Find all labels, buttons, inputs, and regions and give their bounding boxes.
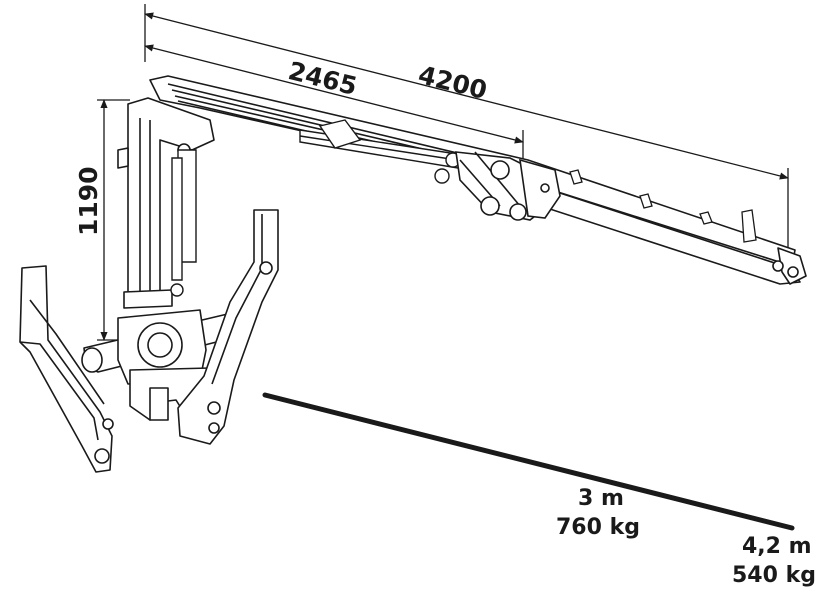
load-point-1-capacity: 760 kg	[556, 515, 640, 540]
boom-linkage	[455, 151, 561, 221]
stabilizer-left	[19, 265, 114, 473]
load-point-2-capacity: 540 kg	[732, 563, 816, 588]
load-reach-line	[262, 392, 795, 531]
load-point-1-reach: 3 m	[578, 486, 624, 511]
slewing-base	[81, 309, 249, 421]
stabilizer-right	[177, 209, 279, 445]
load-point-2-reach: 4,2 m	[742, 534, 812, 559]
dimension-2465-lines	[144, 44, 524, 162]
dimension-4200-lines	[144, 4, 789, 248]
crane-column	[117, 97, 215, 309]
dimension-1190-label: 1190	[74, 166, 103, 236]
column-cylinder	[170, 149, 197, 297]
boom-brackets	[569, 169, 757, 243]
